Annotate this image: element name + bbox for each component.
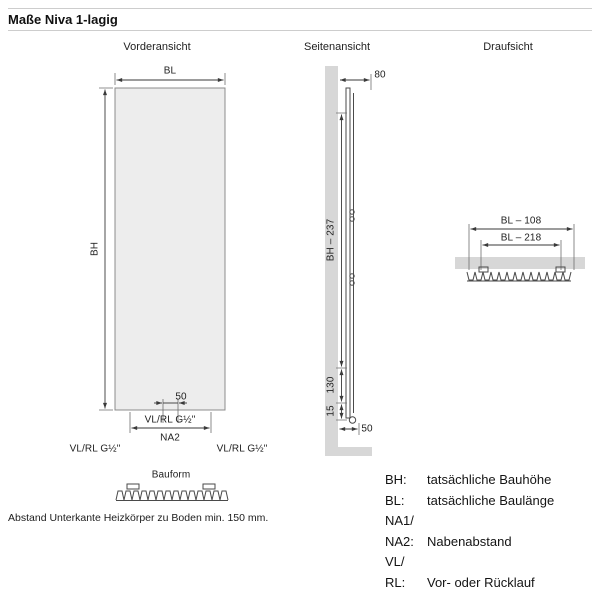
legend-key: NA2: [385,533,414,549]
vlrl-center-label: VL/RL G½" [144,414,196,426]
vlrl-right-label: VL/RL G½" [216,443,268,455]
legend-row: BH: tatsächliche Bauhöhe [385,470,554,491]
legend-key: BL: [385,492,405,508]
bh-dimension-label: BH [89,241,101,257]
legend-row: NA1/ [385,511,554,532]
depth-dimension-label: 80 [374,69,386,81]
wall-section [325,66,338,456]
floor-clearance-note: Abstand Unterkante Heizkörper zu Boden m… [8,512,269,524]
front-view-title: Vorderansicht [123,41,191,53]
legend-row: RL: Vor- oder Rücklauf [385,573,554,594]
radiator-profile-plan [466,271,572,281]
legend-key: NA1/ [385,513,414,528]
page-title: Maße Niva 1-lagig [8,12,118,27]
bauform-label: Bauform [151,469,191,481]
legend-value: tatsächliche Baulänge [427,492,555,508]
front-view-drawing [99,73,229,501]
legend-value: Vor- oder Rücklauf [427,574,535,590]
legend-key: VL/ [385,554,405,569]
vlrl-left-label: VL/RL G½" [69,443,121,455]
bl108-dimension-label: BL – 108 [500,215,542,227]
top-divider [8,8,592,9]
mount-bracket-right [555,266,566,273]
radiator-panel-front [114,87,226,411]
dim-50-side-label: 50 [361,423,373,435]
wall-plan [455,257,585,269]
radiator-panel-side [345,87,351,419]
bh237-dimension-label: BH – 237 [325,218,337,262]
bauform-bracket-left [126,483,140,490]
legend-value: tatsächliche Bauhöhe [427,472,552,487]
bl-dimension-label: BL [163,65,177,77]
side-view-drawing [325,66,372,456]
top-view-title: Draufsicht [483,41,533,53]
bauform-profile [115,490,229,501]
side-view-title: Seitenansicht [303,41,371,53]
legend-key: RL: [385,574,406,590]
dim-130-label: 130 [325,376,337,394]
top-view-drawing [455,224,585,282]
dim-15-label: 15 [325,405,337,417]
fifty-dimension-label: 50 [175,391,187,403]
legend-row: NA2: Nabenabstand [385,532,554,553]
bl218-dimension-label: BL – 218 [500,232,542,244]
legend-row: BL: tatsächliche Baulänge [385,491,554,512]
legend-key: BH: [385,472,407,487]
bauform-bracket-right [202,483,216,490]
na2-dimension-label: NA2 [160,432,180,444]
legend: BH: tatsächliche Bauhöhe BL: tatsächliche … [385,470,554,593]
pipe-connection [348,416,357,424]
floor-section [325,447,372,456]
legend-value: Nabenabstand [427,533,512,549]
legend-row: VL/ [385,552,554,573]
title-divider [8,30,592,31]
